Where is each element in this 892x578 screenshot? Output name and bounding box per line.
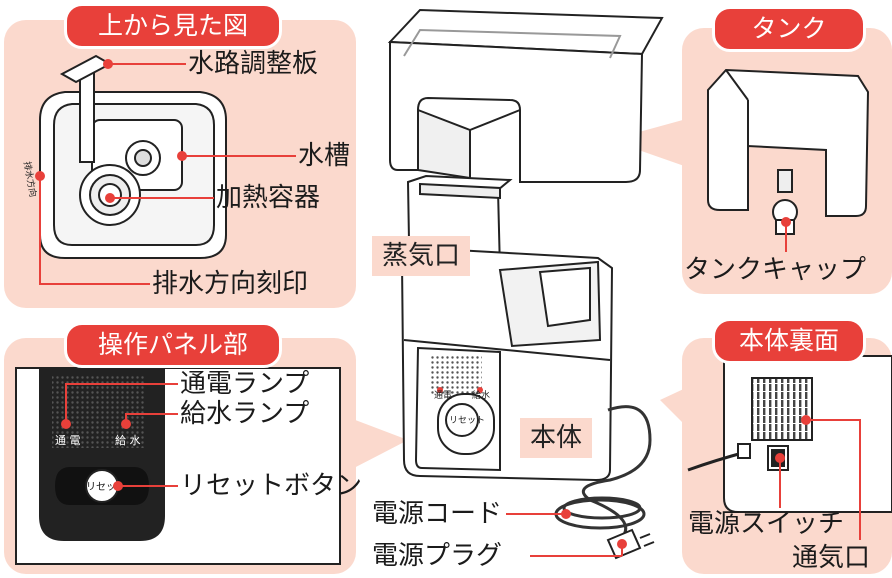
back-detail-drawing	[687, 355, 892, 513]
label-water-lamp: 給水ランプ	[180, 399, 310, 429]
tank-detail-drawing	[707, 68, 870, 235]
label-reset-button: リセットボタン	[180, 471, 363, 501]
back-callout-wedge	[660, 386, 690, 430]
panel-lamp1-label: 通 電	[55, 434, 81, 447]
label-main-body: 本体	[520, 418, 593, 458]
operation-panel-title: 操作パネル部	[64, 322, 282, 368]
label-power-plug: 電源プラグ	[372, 541, 503, 571]
label-water-tank: 水槽	[298, 141, 351, 171]
label-power-cord: 電源コード	[372, 499, 503, 529]
tank-callout-wedge	[610, 118, 690, 168]
label-water-channel-plate: 水路調整板	[188, 49, 319, 79]
body-small-lamp2-label: 給水	[472, 389, 490, 401]
power-plug	[606, 528, 655, 560]
panel-lamp2-label: 給 水	[115, 433, 141, 447]
label-power-switch: 電源スイッチ	[688, 509, 845, 539]
tank-main	[387, 8, 664, 183]
label-vent: 通気口	[792, 543, 871, 573]
label-power-lamp: 通電ランプ	[180, 369, 310, 399]
top-view-drawing	[39, 54, 227, 259]
label-steam-outlet: 蒸気口	[372, 236, 471, 276]
label-tank-cap: タンクキャップ	[684, 255, 867, 285]
label-drain-direction-mark: 排水方向刻印	[152, 269, 309, 299]
body-small-lamp1-label: 通電	[434, 390, 452, 401]
topview-title: 上から見た図	[64, 3, 282, 49]
body-small-reset-label: リセット	[449, 415, 485, 426]
panel-callout-wedge	[350, 418, 408, 470]
label-heating-container: 加熱容器	[216, 183, 321, 213]
tank-title: タンク	[712, 6, 866, 52]
operation-panel-drawing	[15, 367, 341, 565]
back-title: 本体裏面	[712, 318, 866, 364]
